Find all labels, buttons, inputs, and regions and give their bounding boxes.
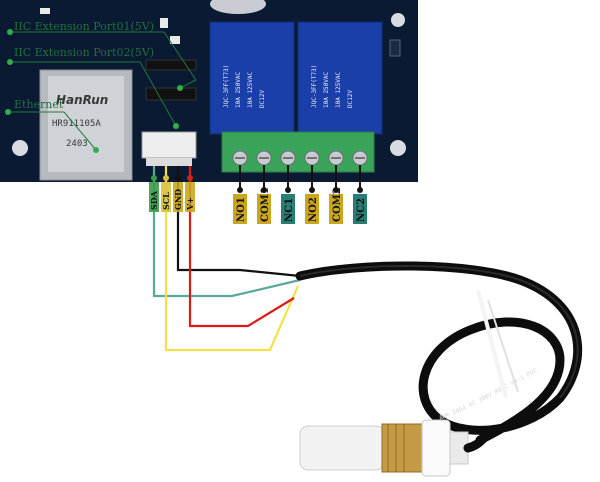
- relay-coil: DC12V: [259, 90, 266, 108]
- relay-model: JQC-3FF(T73): [223, 65, 230, 108]
- terminal-tag: [329, 194, 343, 224]
- terminal-dot: [237, 187, 243, 193]
- terminal-tag: [257, 194, 271, 224]
- wire-scl: [164, 166, 300, 352]
- callout-line: [139, 61, 177, 127]
- terminal-tag: [305, 194, 319, 224]
- cable-tie: [487, 299, 519, 393]
- callout-iic2: IIC Extension Port02(5V): [14, 46, 154, 59]
- smd-part: [160, 18, 168, 28]
- terminal-label-com2: COM2: [332, 187, 343, 222]
- relay-2: JQC-3FF(T73) 10A 250VAC 10A 125VAC DC12V: [297, 21, 383, 135]
- wire-v+: [188, 166, 295, 328]
- mounting-hole: [391, 13, 405, 27]
- pin-header: [145, 59, 197, 71]
- callout-dot: [7, 59, 13, 65]
- pin-header: [145, 87, 197, 101]
- terminal-tag: [233, 194, 247, 224]
- sensor-wires: [152, 166, 301, 352]
- brass-fitting: [381, 423, 423, 473]
- pin-label-sda: SDA: [149, 190, 159, 210]
- wire-gnd: [176, 166, 301, 278]
- terminal-dot: [285, 187, 291, 193]
- terminal-label-nc2: NC2: [356, 198, 367, 222]
- terminal-screws: [232, 150, 368, 166]
- terminal-dot: [357, 187, 363, 193]
- terminal-dot: [309, 187, 315, 193]
- pin-tag: [173, 182, 183, 212]
- callout-line: [63, 111, 97, 151]
- relay-coil: DC12V: [347, 90, 354, 108]
- smd-part: [40, 8, 50, 14]
- wire-sda: [152, 166, 301, 298]
- buzzer: [210, 0, 266, 14]
- pin-dot: [163, 175, 169, 181]
- sensor-probe: [299, 419, 489, 477]
- terminal-label-com1: COM1: [260, 187, 271, 222]
- cable-loop: [295, 261, 583, 445]
- pin-tag: [161, 182, 171, 212]
- terminal-block: [221, 131, 375, 173]
- probe-housing: [299, 425, 385, 471]
- cable-gland: [421, 419, 451, 477]
- relay-rating: 10A 125VAC: [247, 71, 254, 108]
- terminal-tag: [281, 194, 295, 224]
- callout-dot: [173, 123, 179, 129]
- relay-rating: 10A 250VAC: [323, 71, 330, 108]
- cable-tie: [476, 289, 508, 399]
- smd-part: [170, 36, 180, 44]
- terminal-label-no2: NO2: [308, 197, 319, 222]
- sensor-connector-lip: [146, 158, 192, 166]
- terminal-block-body: [221, 131, 375, 173]
- ethernet-jack: HanRun HR911105A 2403: [39, 69, 133, 181]
- sensor-cable: AWM 2464 4C 300V 80°C VW-1 PVC: [295, 261, 583, 445]
- cable-end: [463, 433, 489, 453]
- pin-dot: [175, 175, 181, 181]
- pin-label-v+: V+: [185, 197, 195, 211]
- rj45-brand: HanRun: [56, 93, 108, 107]
- terminal-tag: [353, 194, 367, 224]
- control-board: HanRun HR911105A 2403 JQC-3FF(T73) 10A 2…: [0, 0, 418, 182]
- sensor-connector-housing: [141, 131, 197, 159]
- rj45-model: HR911105A: [52, 119, 101, 129]
- terminal-labels: NO1 COM1 NC1 NO2 COM2 NC2: [233, 165, 367, 224]
- callouts: IIC Extension Port01(5V) IIC Extension P…: [5, 20, 197, 153]
- pin-tag: [149, 182, 159, 212]
- terminal-label-no1: NO1: [236, 197, 247, 222]
- sensor-connector: [141, 131, 197, 166]
- callout-dot: [7, 29, 13, 35]
- rj45-code: 2403: [66, 139, 88, 149]
- pin-label-gnd: GND: [173, 189, 183, 210]
- terminal-label-nc1: NC1: [284, 198, 295, 222]
- relay-model: JQC-3FF(T73): [311, 65, 318, 108]
- mounting-hole: [12, 140, 28, 156]
- relay-1: JQC-3FF(T73) 10A 250VAC 10A 125VAC DC12V: [209, 21, 295, 135]
- callout-dot: [5, 109, 11, 115]
- rj45-face: [48, 76, 124, 172]
- callout-dot: [93, 147, 99, 153]
- pin-dot: [151, 175, 157, 181]
- callout-ethernet: Ethernet: [14, 98, 64, 111]
- relay-rating: 10A 125VAC: [335, 71, 342, 108]
- relay-rating: 10A 250VAC: [235, 71, 242, 108]
- callout-line: [163, 31, 197, 89]
- callout-iic1: IIC Extension Port01(5V): [14, 20, 154, 33]
- terminal-dot: [261, 187, 267, 193]
- terminal-dot: [333, 187, 339, 193]
- smd-part: [389, 39, 401, 57]
- mounting-hole: [390, 140, 406, 156]
- pin-tag: [185, 182, 195, 212]
- cable-highlight: [299, 264, 579, 399]
- pin-label-scl: SCL: [161, 192, 171, 210]
- pin-dot: [187, 175, 193, 181]
- callout-dot: [177, 85, 183, 91]
- relay-body: [209, 21, 295, 135]
